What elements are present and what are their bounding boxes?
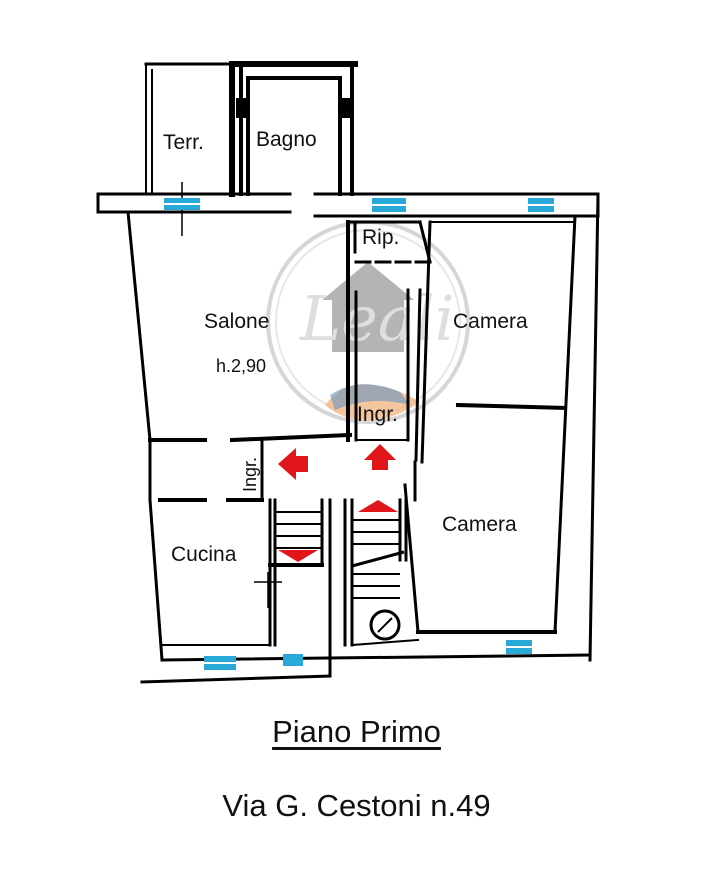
watermark-logo: Leali: [266, 220, 470, 424]
floor-title-text: Piano Primo: [272, 714, 441, 749]
arrow-up-icon: [358, 500, 398, 512]
room-label-entrance-center: Ingr.: [357, 403, 398, 426]
arrow-down-icon: [278, 550, 318, 562]
address: Via G. Cestoni n.49: [222, 788, 491, 823]
floor-plan: Leali: [96, 61, 600, 684]
room-label-storage: Rip.: [362, 226, 399, 249]
room-label-terrace: Terr.: [163, 131, 204, 154]
window: [342, 98, 352, 118]
arrow-up-icon: [364, 444, 396, 470]
arrow-left-icon: [278, 448, 308, 480]
logo-text: Leali: [299, 282, 455, 355]
house-icon: [322, 262, 414, 352]
ceiling-height-label: h.2,90: [216, 356, 266, 376]
room-label-bathroom: Bagno: [256, 128, 317, 151]
walls: [96, 61, 600, 684]
window: [236, 98, 246, 118]
entrance-arrows: [278, 444, 398, 562]
windows: [164, 98, 554, 670]
stair-treads: [275, 511, 405, 599]
round-fixture: [369, 609, 401, 641]
room-label-bedroom-top: Camera: [453, 310, 528, 333]
room-label-living: Salone: [204, 310, 269, 333]
room-label-kitchen: Cucina: [171, 543, 237, 566]
room-label-entrance-side: Ingr.: [240, 457, 260, 492]
floor-title: Piano Primo: [0, 714, 713, 750]
room-label-bedroom-bottom: Camera: [442, 513, 517, 536]
window: [283, 654, 303, 666]
